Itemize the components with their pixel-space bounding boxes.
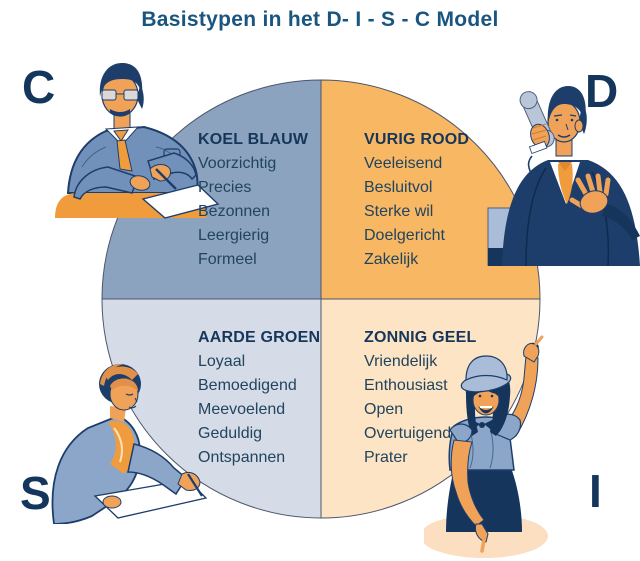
page-title: Basistypen in het D- I - S - C Model bbox=[141, 8, 499, 31]
trait: Sterke wil bbox=[364, 203, 434, 220]
trait: Leergierig bbox=[198, 227, 270, 244]
trait: Prater bbox=[364, 449, 408, 466]
quadrant-c-text: KOEL BLAUW Voorzichtig Precies Bezonnen … bbox=[198, 128, 358, 272]
corner-letter-c: C bbox=[22, 61, 56, 113]
trait: Zakelijk bbox=[364, 251, 419, 268]
quadrant-s-heading: AARDE GROEN bbox=[198, 329, 321, 346]
figure-woman-pointing-up-icon bbox=[424, 335, 548, 558]
quadrant-d-heading: VURIG ROOD bbox=[364, 131, 470, 148]
disc-circle bbox=[101, 79, 541, 519]
figure-man-on-phone-icon bbox=[487, 86, 640, 266]
trait: Overtuigend bbox=[364, 425, 452, 442]
trait: Open bbox=[364, 401, 404, 418]
quadrant-s-aarde-groen bbox=[101, 298, 322, 519]
trait: Voorzichtig bbox=[198, 155, 277, 172]
quadrant-s-text: AARDE GROEN Loyaal Bemoedigend Meevoelen… bbox=[198, 326, 358, 470]
quadrant-i-text: ZONNIG GEEL Vriendelijk Enthousiast Open… bbox=[364, 326, 524, 470]
trait: Meevoelend bbox=[198, 401, 286, 418]
figure-man-writing-at-desk-icon bbox=[55, 63, 220, 219]
corner-letter-i: I bbox=[589, 465, 602, 517]
figure-woman-writing-icon bbox=[51, 363, 208, 524]
trait: Bezonnen bbox=[198, 203, 271, 220]
trait: Bemoedigend bbox=[198, 377, 297, 394]
corner-letter-s: S bbox=[20, 467, 51, 519]
trait: Doelgericht bbox=[364, 227, 445, 244]
quadrant-d-text: VURIG ROOD Veeleisend Besluitvol Sterke … bbox=[364, 128, 524, 272]
trait: Loyaal bbox=[198, 353, 246, 370]
trait: Enthousiast bbox=[364, 377, 448, 394]
trait: Geduldig bbox=[198, 425, 263, 442]
trait: Precies bbox=[198, 179, 252, 196]
trait: Ontspannen bbox=[198, 449, 286, 466]
trait: Besluitvol bbox=[364, 179, 433, 196]
trait: Formeel bbox=[198, 251, 257, 268]
corner-letter-d: D bbox=[585, 65, 619, 117]
trait: Veeleisend bbox=[364, 155, 443, 172]
quadrant-i-heading: ZONNIG GEEL bbox=[364, 329, 477, 346]
quadrant-c-heading: KOEL BLAUW bbox=[198, 131, 309, 148]
trait: Vriendelijk bbox=[364, 353, 438, 370]
